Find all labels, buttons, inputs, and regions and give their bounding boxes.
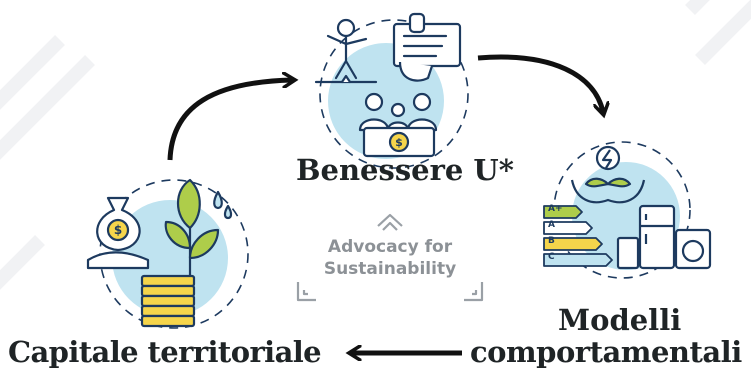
rating-bar-c — [543, 253, 613, 267]
center-label: Advocacy for Sustainability — [302, 236, 478, 280]
arrow-capitale-to-benessere — [167, 80, 292, 161]
center-chevrons — [296, 213, 484, 302]
capital-icon: $ — [86, 178, 249, 329]
arrow-benessere-to-modelli — [477, 54, 603, 112]
chevron-up-icon — [377, 213, 403, 231]
rating-label-a: A — [548, 220, 555, 230]
corner-bottom-right-icon — [464, 282, 484, 302]
center-label-line1: Advocacy for — [327, 237, 453, 257]
rating-label-c: C — [548, 252, 555, 262]
center-label-line2: Sustainability — [323, 259, 457, 279]
rating-bar-a-plus — [543, 205, 583, 219]
svg-text:$: $ — [395, 136, 403, 149]
rating-label-a-plus: A+ — [548, 204, 563, 214]
svg-text:$: $ — [114, 223, 122, 237]
energy-models-icon — [543, 141, 712, 279]
node-label-benessere: Benessere U* — [296, 153, 514, 187]
wellbeing-icon: $ — [314, 12, 469, 169]
rating-label-b: B — [548, 236, 555, 246]
node-label-modelli-line2: comportamentali — [470, 335, 742, 369]
rating-bar-a — [543, 221, 593, 235]
corner-bottom-left-icon — [296, 282, 316, 302]
node-label-modelli-line1: Modelli — [558, 303, 682, 337]
rating-bar-b — [543, 237, 603, 251]
node-label-capitale: Capitale territoriale — [8, 335, 322, 369]
